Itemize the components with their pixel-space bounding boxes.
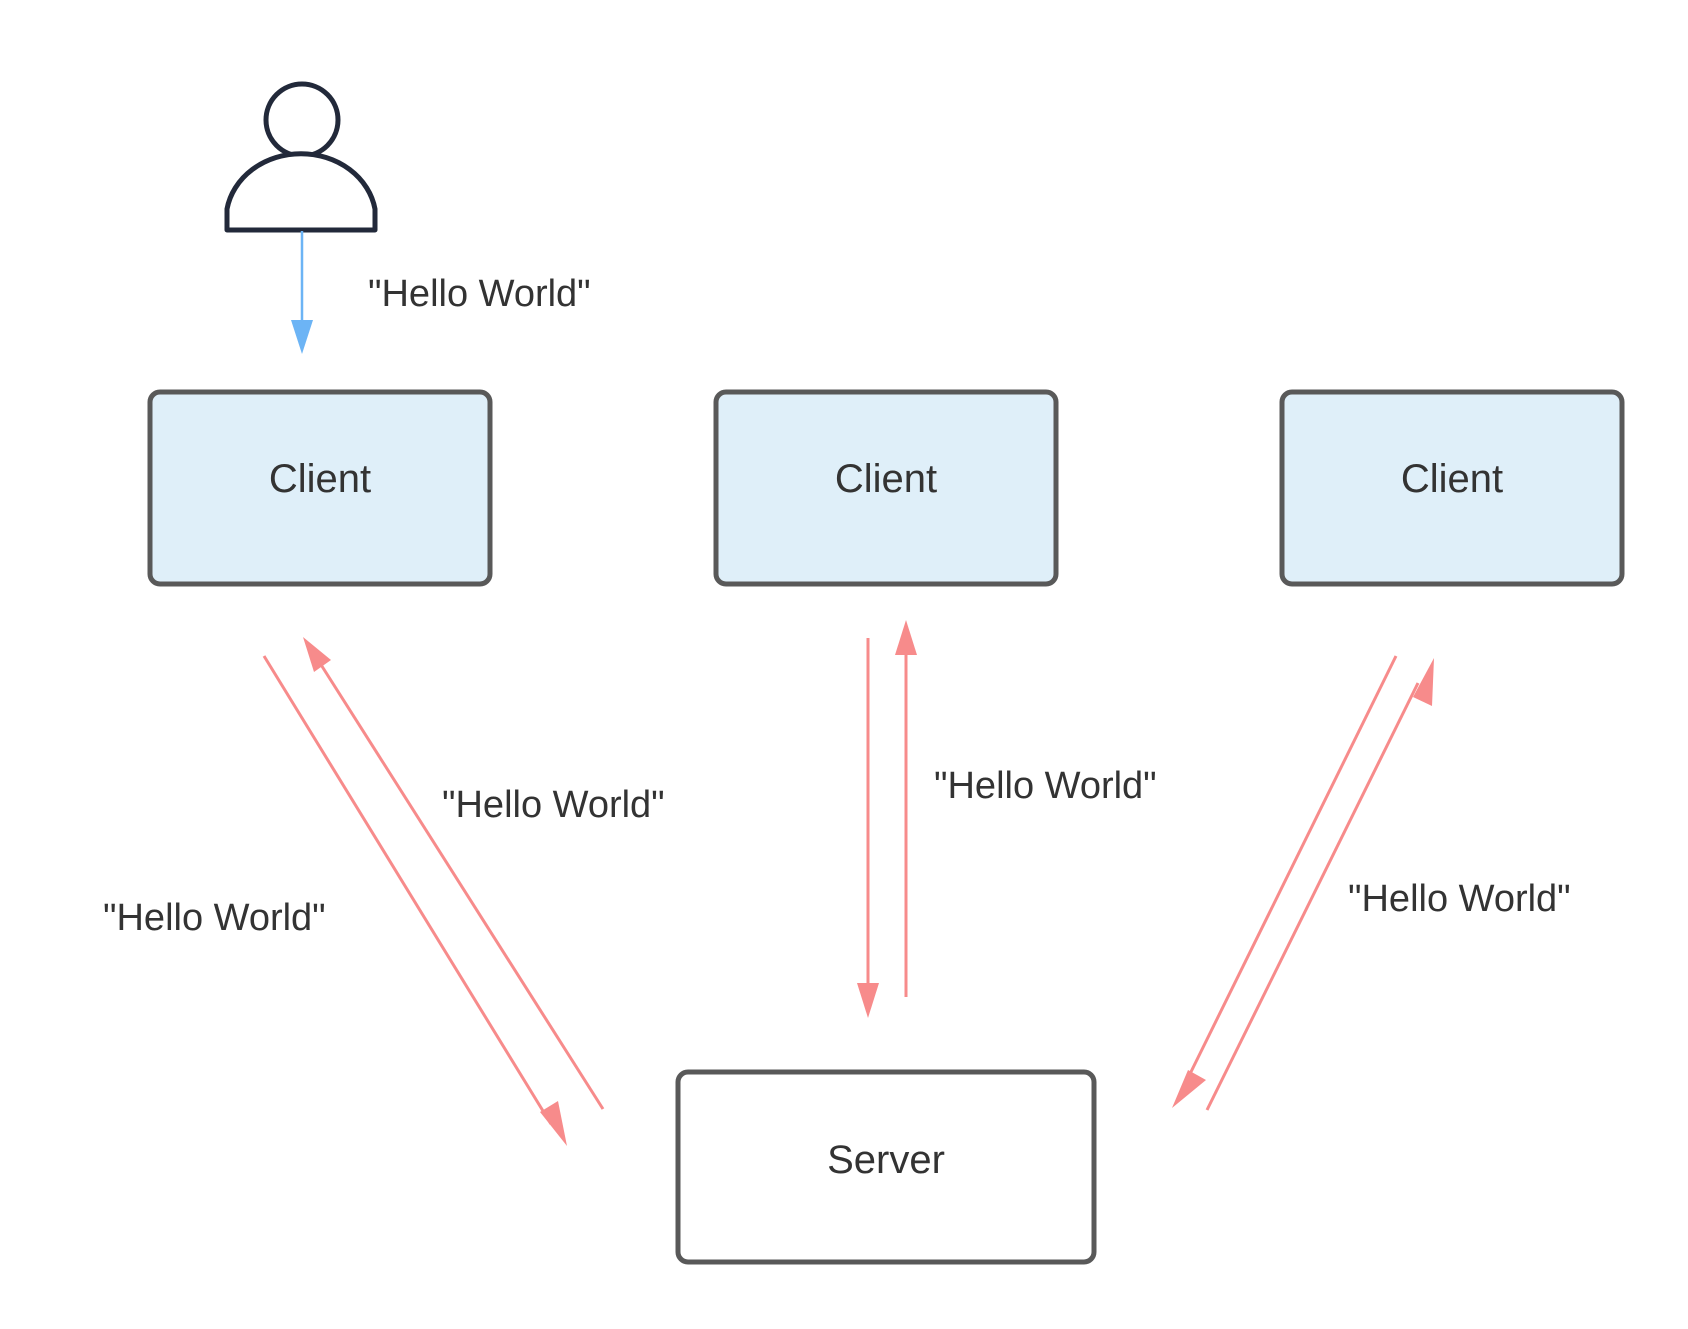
edge-label-client-left-to-server: "Hello World": [103, 897, 326, 939]
edge-label-server-to-client-left: "Hello World": [442, 784, 665, 826]
client-node-center-label: Client: [835, 457, 937, 501]
client-left-to-server-arrow: [262, 655, 567, 1146]
client-node-right-label: Client: [1401, 457, 1503, 501]
user-icon: [224, 81, 378, 233]
client-node-center[interactable]: Client: [713, 389, 1059, 587]
client-node-left[interactable]: Client: [147, 389, 493, 587]
server-to-client-left-arrow: [303, 637, 605, 1110]
client-center-to-server-arrow: [857, 638, 879, 1018]
server-to-client-center-arrow: [895, 620, 917, 997]
edge-label-user-to-client: "Hello World": [368, 273, 591, 315]
client-node-left-label: Client: [269, 457, 371, 501]
server-to-client-right-arrow: [1205, 658, 1434, 1111]
server-node-label: Server: [827, 1138, 945, 1182]
edge-label-client-right-server: "Hello World": [1348, 878, 1571, 920]
edge-label-client-center-server: "Hello World": [934, 765, 1157, 807]
client-right-to-server-arrow: [1172, 655, 1398, 1108]
user-to-client-arrow: [291, 231, 313, 354]
client-node-right[interactable]: Client: [1279, 389, 1625, 587]
server-node[interactable]: Server: [675, 1069, 1097, 1265]
